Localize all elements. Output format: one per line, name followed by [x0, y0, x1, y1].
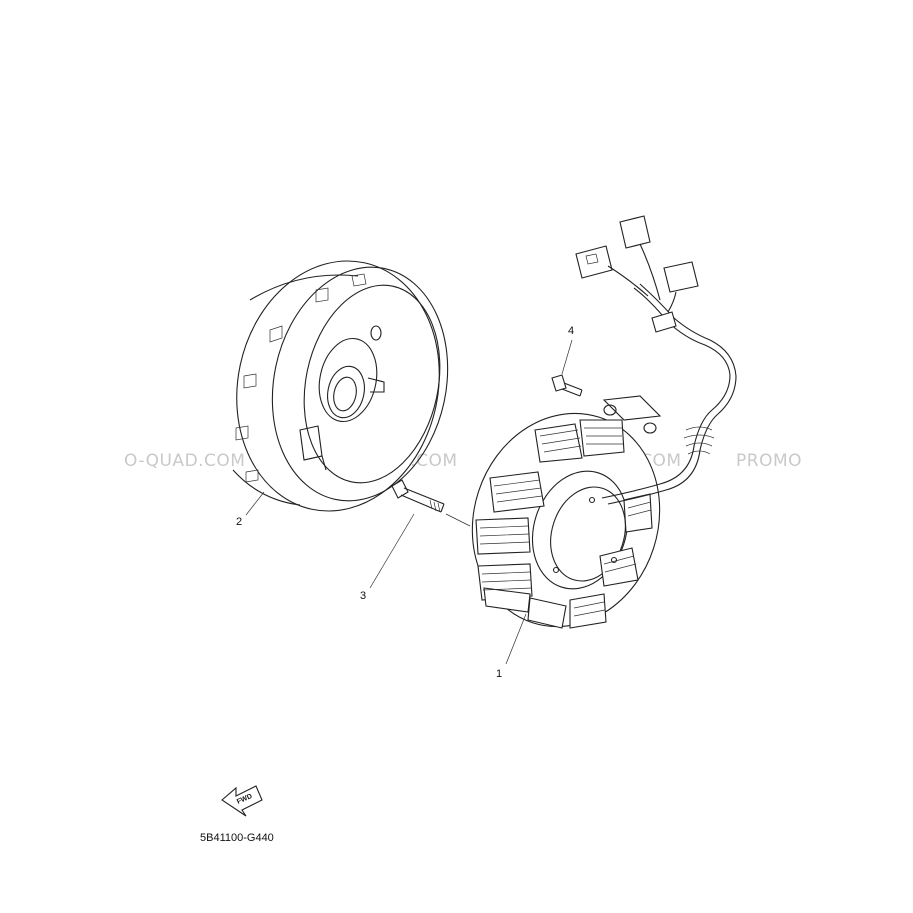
- watermark: O-QUAD.COM PROMO-QUAD.COM PROMO-QUAD.COM…: [124, 451, 802, 471]
- bolt-part: [391, 479, 471, 527]
- stator-part: [471, 412, 661, 629]
- callouts: 1 2 3 4: [236, 325, 574, 680]
- leader-line-1: [505, 613, 527, 665]
- rotor-part: [232, 260, 449, 512]
- wire-harness: [575, 215, 737, 505]
- leader-line-2: [245, 491, 265, 516]
- callout-label-3: 3: [360, 590, 366, 602]
- screw-part: [551, 374, 662, 434]
- leader-line-4: [561, 339, 573, 375]
- callout-label-4: 4: [568, 325, 574, 337]
- leader-line-3: [369, 513, 415, 589]
- watermark-fragment-1: O-QUAD.COM: [124, 451, 245, 471]
- watermark-fragment-4: PROMO: [736, 451, 802, 471]
- fwd-arrow-icon: FWD: [221, 785, 263, 817]
- part-code: 5B41100-G440: [200, 832, 274, 844]
- callout-label-2: 2: [236, 516, 242, 528]
- callout-label-1: 1: [496, 668, 502, 680]
